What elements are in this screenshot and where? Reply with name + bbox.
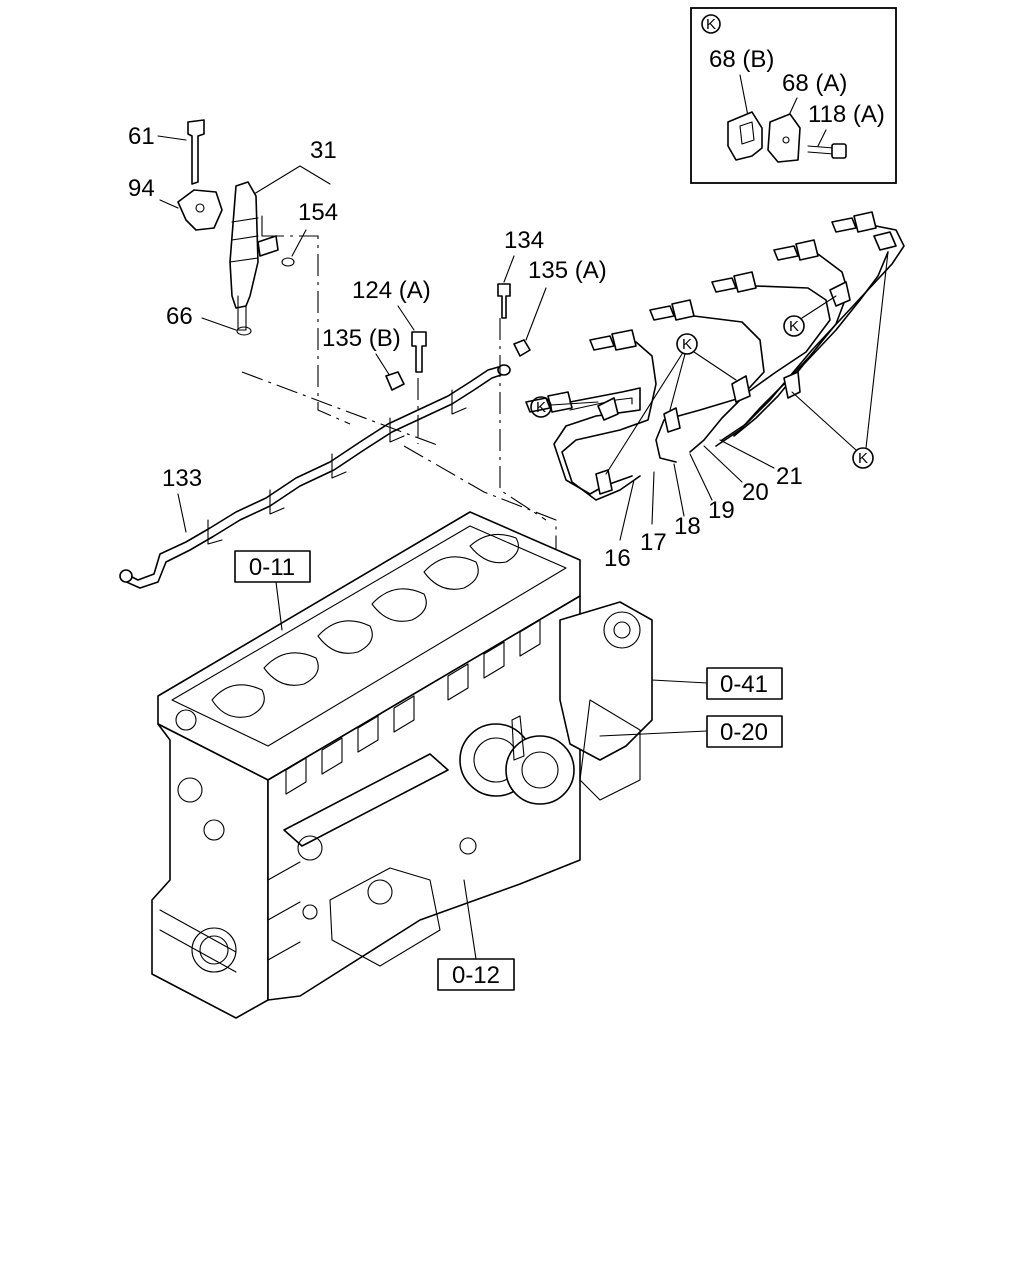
label-134: 134	[504, 227, 544, 254]
label-61: 61	[128, 123, 155, 150]
label-124a: 124 (A)	[352, 277, 431, 304]
engine-block	[151, 511, 653, 1019]
label-20: 20	[742, 479, 769, 506]
k-marker-3: K	[783, 295, 837, 337]
clip-68b	[727, 111, 763, 161]
k-letter-4: K	[858, 450, 868, 467]
clamp-94	[177, 189, 223, 231]
label-66: 66	[166, 303, 193, 330]
nut-135a	[513, 339, 531, 357]
label-18: 18	[674, 513, 701, 540]
k-letter-1: K	[536, 399, 546, 416]
inset-detail-k: K 68 (B) 68 (A) 118 (A)	[690, 7, 897, 184]
label-135a: 135 (A)	[528, 257, 607, 284]
pipe-fittings	[525, 211, 897, 413]
assembly-lines	[241, 235, 557, 600]
label-118a: 118 (A)	[808, 101, 885, 128]
label-94: 94	[128, 175, 155, 202]
ref-0-20-text: 0-20	[720, 719, 768, 746]
leak-off-pipe-133: 133	[119, 364, 511, 589]
ref-box-0-41: 0-41	[651, 667, 783, 700]
k-marker-1: K	[530, 396, 599, 418]
seal-66	[236, 326, 252, 336]
label-135b: 135 (B)	[322, 325, 401, 352]
ref-box-0-20: 0-20	[599, 715, 783, 748]
nut-135b	[385, 371, 405, 391]
bolt-134	[497, 283, 511, 319]
ref-0-12-text: 0-12	[452, 962, 500, 989]
side-ports	[285, 619, 541, 795]
label-154: 154	[298, 199, 338, 226]
label-68a: 68 (A)	[782, 70, 847, 97]
label-16: 16	[604, 545, 631, 572]
ref-box-0-11: 0-11	[234, 550, 311, 631]
label-21: 21	[776, 463, 803, 490]
bolt-124a	[411, 331, 427, 373]
stud-61	[187, 119, 205, 185]
o-ring-154	[281, 257, 295, 267]
label-17: 17	[640, 529, 667, 556]
inset-marker-letter: K	[706, 16, 716, 33]
cylinder-bores	[211, 533, 519, 718]
common-rail	[283, 753, 449, 847]
ref-0-41-text: 0-41	[720, 671, 768, 698]
inset-marker: K	[701, 14, 721, 34]
k-marker-4: K	[791, 251, 889, 469]
fasteners: 134 135 (A) 124 (A) 135 (B)	[322, 227, 607, 391]
ref-0-11-text: 0-11	[249, 554, 295, 581]
k-letter-3: K	[789, 318, 799, 335]
ref-box-0-12: 0-12	[437, 879, 515, 991]
pump-gear	[505, 735, 575, 805]
label-68b: 68 (B)	[709, 46, 774, 73]
water-pump-housing	[559, 601, 653, 761]
injection-pipe-set: K K K K 16 17 18 19 2	[525, 211, 905, 572]
bolt-118a	[831, 143, 847, 159]
label-19: 19	[708, 497, 735, 524]
k-letter-2: K	[682, 336, 692, 353]
injector-group: 61 94 31 154 66	[128, 119, 338, 336]
k-marker-2: K	[605, 333, 737, 475]
label-133: 133	[162, 465, 202, 492]
label-31: 31	[310, 137, 337, 164]
injector-31	[229, 181, 259, 309]
